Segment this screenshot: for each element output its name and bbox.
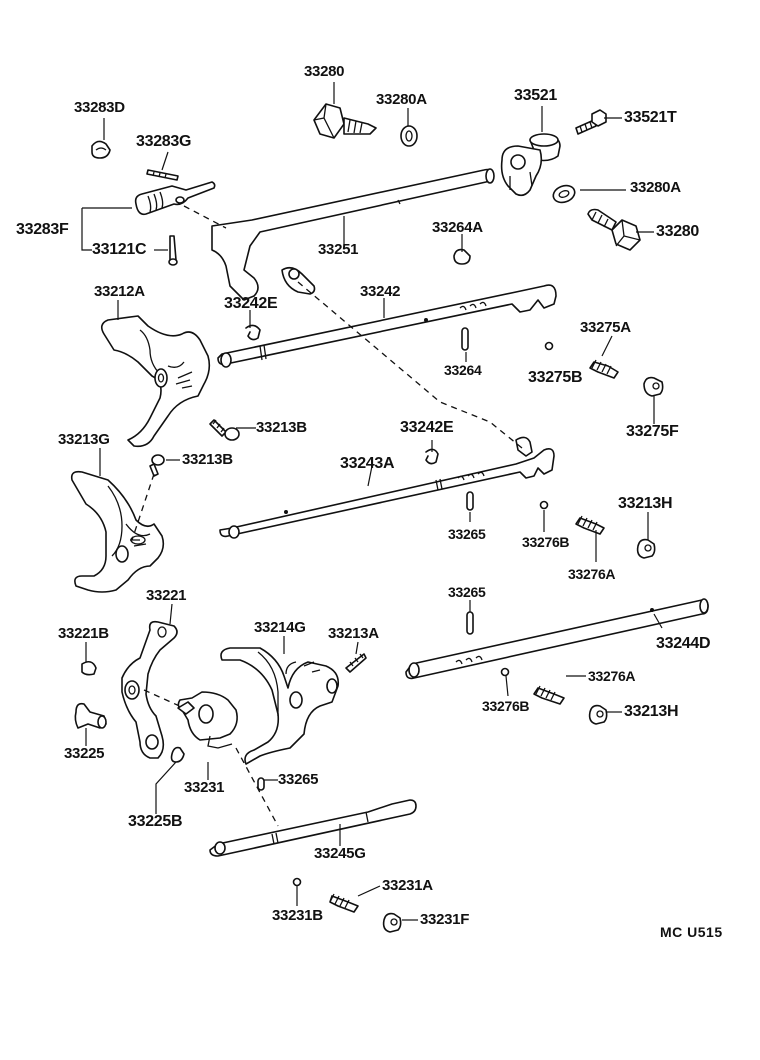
part-33214G-shift-fork	[220, 647, 340, 765]
label-33221: 33221	[146, 587, 187, 604]
assembly-line-33231	[235, 747, 279, 827]
part-33521-bracket	[500, 133, 561, 197]
label-33265-b: 33265	[448, 584, 486, 600]
label-33244D: 33244D	[656, 635, 711, 652]
part-33213H-plug-top	[636, 538, 656, 559]
assembly-line-main	[183, 205, 523, 449]
label-33283F: 33283F	[16, 221, 69, 238]
label-33242E-top: 33242E	[224, 295, 278, 312]
part-33243A-shift-shaft	[219, 436, 555, 539]
part-33231B-ball	[292, 877, 302, 887]
part-33264A-cap	[453, 248, 471, 265]
label-33275F: 33275F	[626, 423, 679, 440]
part-33245G-shift-shaft	[209, 799, 417, 857]
part-33276B-ball-b	[500, 667, 510, 677]
label-33221B: 33221B	[58, 625, 109, 642]
label-33243A: 33243A	[340, 455, 395, 472]
part-33265-pin-b	[466, 611, 474, 635]
label-33275B: 33275B	[528, 369, 583, 386]
part-33521T-bolt	[575, 109, 607, 135]
part-33264-pin	[461, 327, 469, 351]
label-33251: 33251	[318, 241, 359, 258]
part-33231A-spring	[329, 893, 359, 913]
label-33264A: 33264A	[432, 219, 483, 236]
part-33276B-ball-a	[539, 500, 549, 510]
part-33213H-plug-bottom	[588, 704, 608, 725]
part-33280A-washer-right	[552, 184, 576, 204]
assembly-line-33221	[143, 689, 185, 709]
label-33214G: 33214G	[254, 619, 306, 636]
part-33242E-clip-mid	[425, 448, 439, 465]
label-33213A: 33213A	[328, 625, 379, 642]
label-33521T: 33521T	[624, 109, 677, 126]
label-33231F: 33231F	[420, 911, 470, 928]
part-33225-pin	[74, 702, 107, 729]
part-33242-shift-shaft	[217, 284, 557, 368]
label-33212A: 33212A	[94, 283, 145, 300]
label-33280-top: 33280	[304, 63, 345, 80]
label-33275A: 33275A	[580, 319, 631, 336]
part-33221B-clip	[81, 660, 97, 676]
part-33280A-washer-top	[400, 125, 418, 147]
part-33276A-spring-b	[533, 685, 565, 705]
label-33213H-top: 33213H	[618, 495, 673, 512]
part-33242E-clip-top	[245, 324, 261, 341]
label-33231B: 33231B	[272, 907, 323, 924]
part-33213B-screw-a	[209, 419, 240, 441]
label-33280A-right: 33280A	[630, 179, 681, 196]
assembly-line-33213B	[131, 473, 155, 541]
part-33121C-pin	[168, 235, 178, 266]
part-33265-pin-a	[466, 491, 474, 511]
part-33213B-screw-b	[149, 454, 165, 477]
part-33276A-spring-a	[575, 515, 605, 535]
part-33283D-cap	[91, 140, 111, 159]
label-33283G: 33283G	[136, 133, 192, 150]
label-33231A: 33231A	[382, 877, 433, 894]
diagram-code: MC U515	[660, 924, 723, 940]
label-33280-right: 33280	[656, 223, 699, 240]
label-33245G: 33245G	[314, 845, 366, 862]
label-33213B-b: 33213B	[182, 451, 233, 468]
part-33231-shift-block	[177, 691, 238, 749]
part-33212A-shift-fork	[100, 315, 211, 448]
label-33242: 33242	[360, 283, 401, 300]
label-33213B-a: 33213B	[256, 419, 307, 436]
label-33521: 33521	[514, 87, 557, 104]
label-33264: 33264	[444, 362, 482, 378]
part-33280-plug-right	[587, 208, 641, 251]
label-33276B-b: 33276B	[482, 698, 530, 714]
label-33276B-a: 33276B	[522, 534, 570, 550]
leader-lines	[81, 82, 663, 921]
part-33275A-spring	[589, 359, 619, 379]
part-33213G-shift-fork	[70, 470, 165, 593]
label-33265-c: 33265	[278, 771, 319, 788]
label-33121C: 33121C	[92, 241, 147, 258]
label-33213H-bottom: 33213H	[624, 703, 679, 720]
part-33283G-pin	[146, 169, 179, 181]
part-33275B-ball	[544, 341, 554, 351]
part-33221-lever	[121, 620, 178, 759]
part-33225B-nut	[170, 746, 185, 763]
label-33231: 33231	[184, 779, 225, 796]
label-33283D: 33283D	[74, 99, 125, 116]
label-33225B: 33225B	[128, 813, 183, 830]
label-33280A-top: 33280A	[376, 91, 427, 108]
label-33276A-a: 33276A	[568, 566, 616, 582]
label-33242E-mid: 33242E	[400, 419, 454, 436]
part-33251-shift-shaft	[211, 168, 495, 301]
part-33275F-plug	[643, 376, 664, 397]
label-33213G: 33213G	[58, 431, 110, 448]
part-33265-pin-c	[257, 777, 265, 791]
part-33213A-screw	[345, 653, 367, 673]
label-33225: 33225	[64, 745, 105, 762]
part-33283F-plunger	[134, 181, 216, 216]
part-33280-plug-top	[313, 103, 377, 139]
label-33276A-b: 33276A	[588, 668, 636, 684]
part-33244D-shift-shaft	[405, 598, 709, 680]
part-33231F-plug	[382, 912, 402, 933]
label-33265-a: 33265	[448, 526, 486, 542]
